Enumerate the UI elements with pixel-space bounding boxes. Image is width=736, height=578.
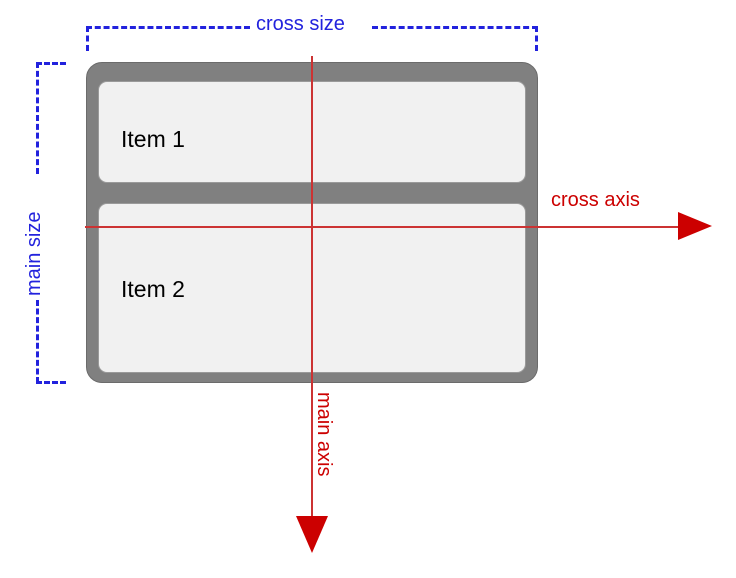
cross-axis-line — [85, 226, 686, 228]
main-size-bracket-top-tick — [36, 62, 66, 65]
cross-axis-label: cross axis — [551, 189, 640, 211]
flex-item-1-label: Item 1 — [121, 126, 185, 152]
main-axis-arrowhead-icon — [296, 516, 328, 553]
main-size-bracket-bottom-tick — [36, 381, 66, 384]
cross-size-bracket-left-segment — [86, 26, 250, 29]
main-axis-label: main axis — [313, 392, 335, 477]
cross-size-bracket-right-segment — [372, 26, 538, 29]
cross-size-bracket-left-tick — [86, 26, 89, 51]
main-size-label: main size — [23, 211, 45, 296]
main-size-bracket-lower-segment — [36, 300, 39, 383]
cross-axis-arrowhead-icon — [678, 212, 712, 240]
main-size-bracket-upper-segment — [36, 62, 39, 174]
cross-size-bracket-right-tick — [535, 26, 538, 51]
main-axis-line — [311, 56, 313, 522]
cross-size-label: cross size — [256, 13, 345, 35]
flex-item-2-label: Item 2 — [121, 276, 185, 302]
